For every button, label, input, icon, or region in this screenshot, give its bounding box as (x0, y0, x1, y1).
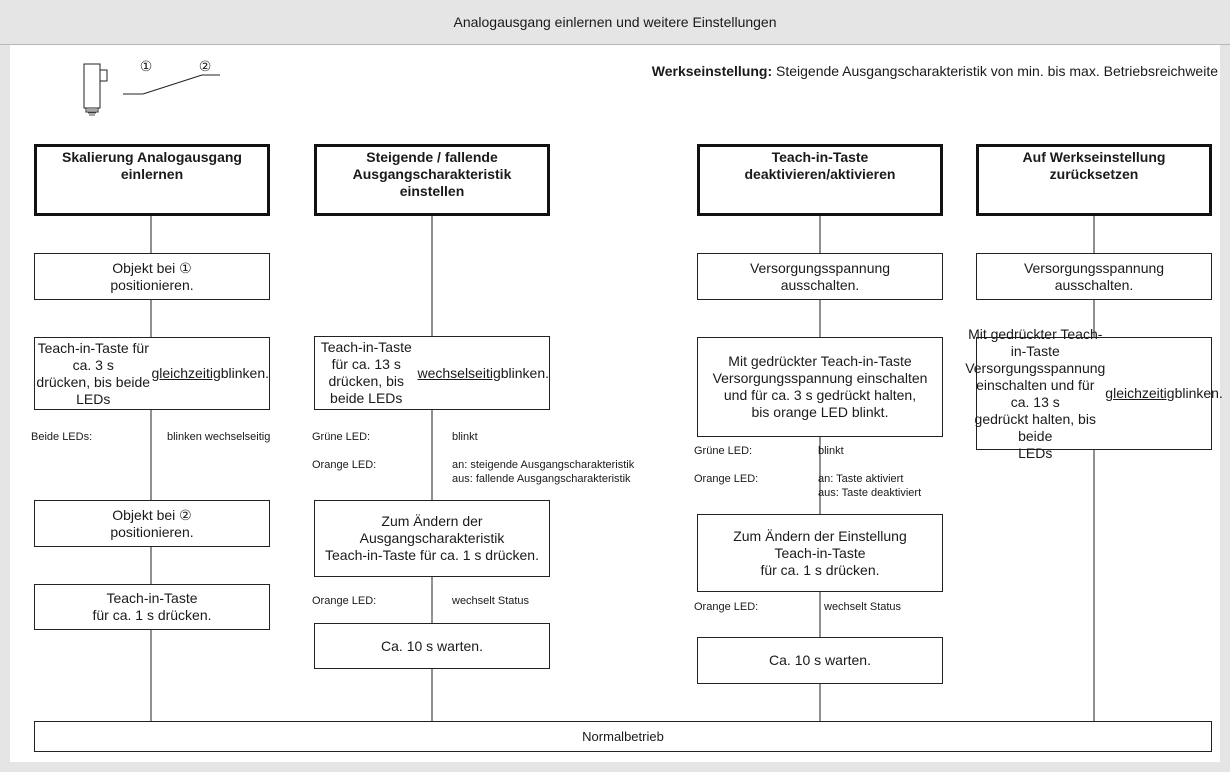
led-label: Beide LEDs: (31, 431, 93, 443)
header-scaling: Skalierung Analogausgang einlernen (34, 144, 270, 216)
step-text-underlined: gleichzeitig (151, 365, 221, 381)
step-text: Teach-in-Taste für ca. 3 s drücken, bis … (36, 339, 151, 407)
step-characteristic-change: Zum Ändern der Ausgangscharakteristik Te… (314, 500, 550, 577)
header-teach-lock: Teach-in-Taste deaktivieren/aktivieren (697, 144, 943, 216)
step-text: Teach-in-Taste für ca. 13 s drücken, bis… (320, 339, 412, 406)
position-2-marker: ② (198, 58, 212, 74)
step-scaling-teach-3s: Teach-in-Taste für ca. 3 s drücken, bis … (34, 337, 270, 410)
orange-led-state: an: steigende Ausgangscharakteristik aus… (452, 459, 635, 485)
led-state: blinken wechselseitig (167, 431, 271, 443)
step-text: blinken. (220, 365, 269, 381)
orange-led-label: Orange LED: (694, 601, 759, 613)
orange-led-state: wechselt Status (452, 595, 530, 607)
orange-led-label: Orange LED: (312, 595, 377, 607)
orange-led-state: wechselt Status (824, 601, 902, 613)
green-led-state: blinkt (818, 445, 844, 457)
step-characteristic-teach-13s: Teach-in-Taste für ca. 13 s drücken, bis… (314, 336, 550, 410)
step-teach-lock-wait: Ca. 10 s warten. (697, 637, 943, 684)
factory-setting-label: Werkseinstellung: (651, 63, 773, 79)
step-scaling-position-2: Objekt bei ② positionieren. (34, 500, 270, 547)
step-reset-hold: Mit gedrückter Teach-in-Taste Versorgung… (965, 326, 1223, 461)
step-text: blinken. (1174, 385, 1223, 401)
step-teach-lock-power-off: Versorgungsspannung ausschalten. (697, 253, 943, 300)
step-characteristic-wait: Ca. 10 s warten. (314, 623, 550, 669)
step-text-underlined: gleichzeitig (1105, 385, 1175, 401)
position-1-marker: ① (139, 58, 153, 74)
header-reset: Auf Werkseinstellung zurücksetzen (976, 144, 1212, 216)
step-text: Mit gedrückter Teach-in-Taste Versorgung… (965, 325, 1106, 461)
green-led-label: Grüne LED: (312, 431, 371, 443)
green-led-state: blinkt (452, 431, 478, 443)
normal-operation-bar: Normalbetrieb (34, 721, 1212, 752)
factory-setting-text: Steigende Ausgangscharakteristik von min… (772, 63, 1218, 79)
step-scaling-position-1: Objekt bei ① positionieren. (34, 253, 270, 300)
page-title: Analogausgang einlernen und weitere Eins… (0, 0, 1230, 45)
step-reset-power-off: Versorgungsspannung ausschalten. (976, 253, 1212, 300)
green-led-label: Grüne LED: (694, 445, 753, 457)
step-teach-lock-hold: Mit gedrückter Teach-in-Taste Versorgung… (697, 337, 943, 437)
photoelectric-sensor-icon (83, 63, 108, 116)
orange-led-label: Orange LED: (312, 459, 377, 471)
orange-led-state: an: Taste aktiviert aus: Taste deaktivie… (818, 473, 922, 499)
orange-led-label: Orange LED: (694, 473, 759, 485)
step-teach-lock-change: Zum Ändern der Einstellung Teach-in-Tast… (697, 514, 943, 592)
title-text: Analogausgang einlernen und weitere Eins… (453, 14, 777, 30)
range-indicator (123, 74, 220, 95)
header-characteristic: Steigende / fallende Ausgangscharakteris… (314, 144, 550, 216)
factory-setting-note: Werkseinstellung: Steigende Ausgangschar… (652, 63, 1218, 79)
step-text-underlined: wechselseitig (417, 364, 501, 381)
step-scaling-teach-1s: Teach-in-Taste für ca. 1 s drücken. (34, 584, 270, 630)
step-text: blinken. (500, 364, 549, 381)
